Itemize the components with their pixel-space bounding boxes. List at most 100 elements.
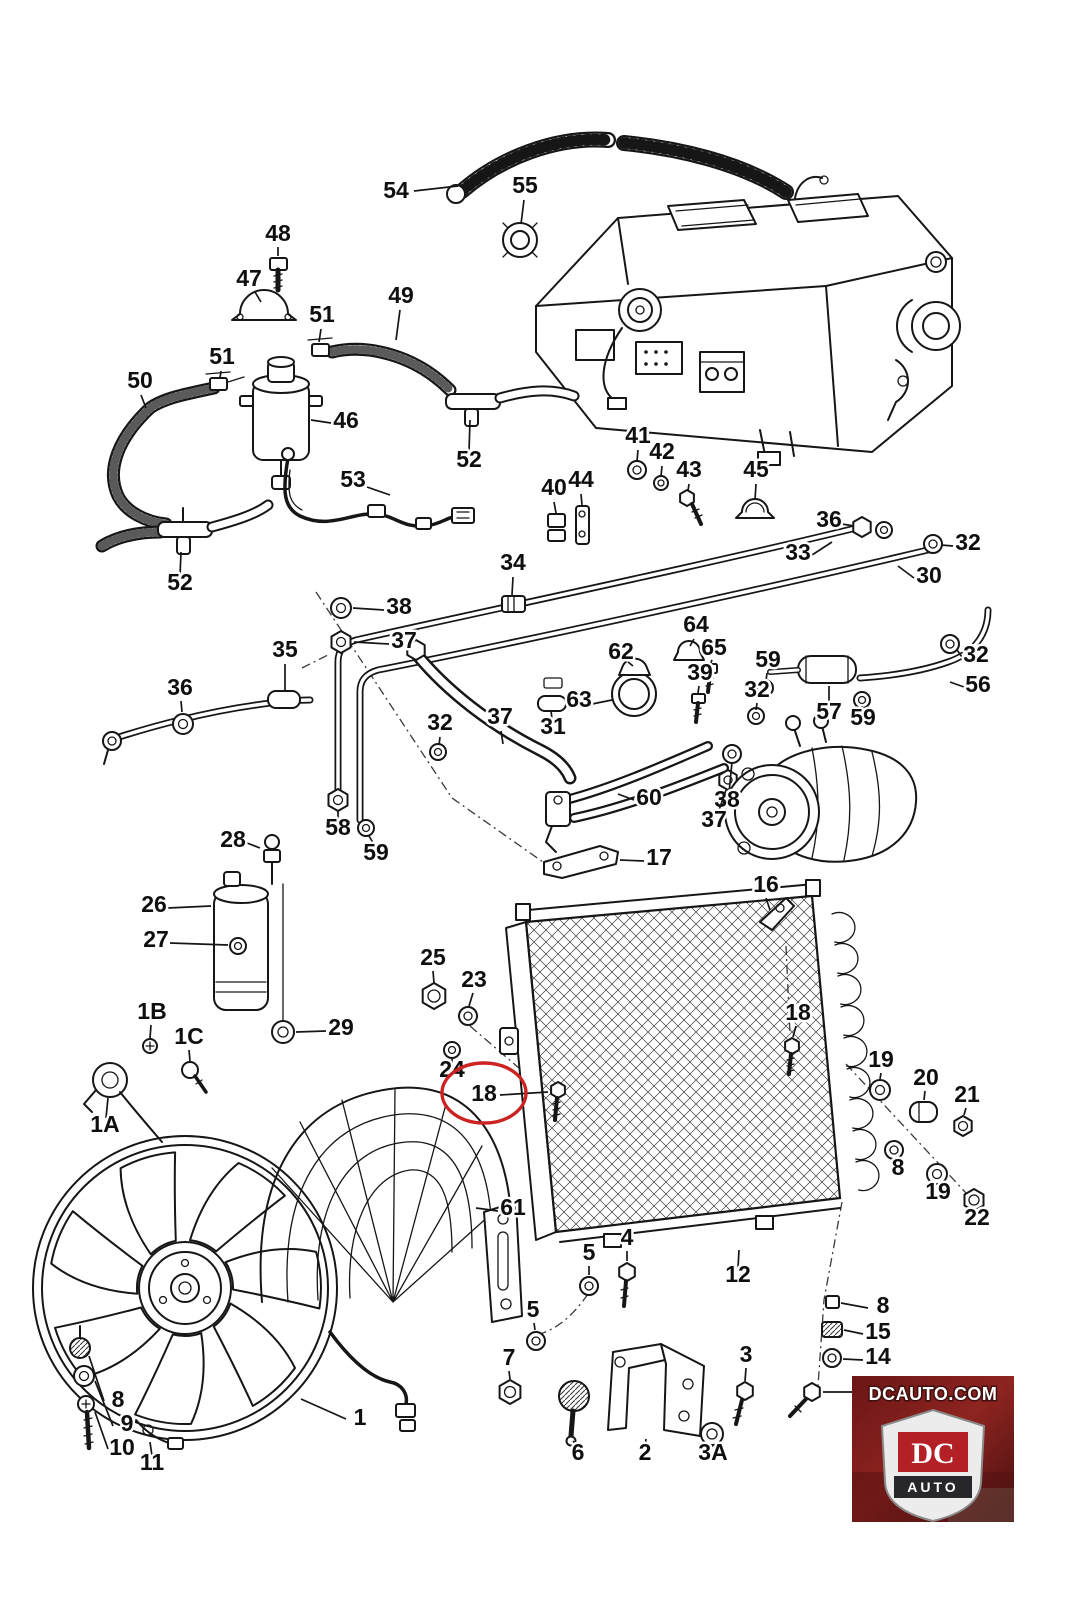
part-label-6: 6: [572, 1439, 585, 1465]
fan-shroud: [259, 1086, 523, 1432]
leader-line-40: [553, 501, 557, 514]
leader-line-32: [438, 736, 441, 746]
fan-fasteners-left: [69, 1325, 95, 1451]
part-label-54: 54: [383, 177, 409, 203]
leader-line-37: [353, 641, 390, 645]
part-label-36: 36: [816, 506, 842, 532]
corrugated-hose: [446, 131, 794, 204]
part-label-56: 56: [965, 671, 991, 697]
part-label-60: 60: [636, 784, 662, 810]
part-label-17: 17: [646, 844, 672, 870]
part-label-57: 57: [816, 698, 842, 724]
mounting-brackets: [498, 1262, 754, 1447]
part-label-10: 10: [109, 1434, 135, 1460]
part-label-12: 12: [725, 1261, 751, 1287]
leader-line-52: [179, 551, 182, 577]
part-label-42: 42: [649, 438, 675, 464]
part-label-43: 43: [676, 456, 702, 482]
leader-line-3: [744, 1367, 747, 1382]
part-label-5: 5: [527, 1296, 540, 1322]
leader-line-32: [755, 702, 758, 711]
part-label-48: 48: [265, 220, 291, 246]
part-label-49: 49: [388, 282, 414, 308]
reservoir-assembly: [95, 257, 580, 555]
part-label-26: 26: [141, 891, 167, 917]
part-label-29: 29: [328, 1014, 354, 1040]
part-label-61: 61: [500, 1194, 526, 1220]
leader-line-1C: [188, 1049, 191, 1062]
part-label-37: 37: [701, 806, 727, 832]
leader-line-15: [843, 1329, 864, 1335]
leader-line-9: [94, 1380, 114, 1427]
leader-line-51: [219, 370, 222, 379]
shield-dc-panel: [898, 1432, 968, 1472]
part-label-1C: 1C: [174, 1023, 203, 1049]
part-label-14: 14: [865, 1343, 891, 1369]
part-label-11: 11: [140, 1449, 165, 1475]
part-label-38: 38: [386, 593, 412, 619]
leader-line-8: [840, 1302, 869, 1309]
leader-line-42: [660, 465, 663, 477]
leader-line-37: [500, 730, 504, 745]
leader-line-21: [963, 1107, 967, 1116]
leader-line-59: [765, 672, 768, 682]
leader-line-56: [949, 681, 965, 688]
leader-line-25: [432, 970, 435, 984]
leader-line-45: [754, 483, 757, 501]
part-label-32: 32: [427, 709, 453, 735]
part-label-35: 35: [272, 636, 298, 662]
part-label-27: 27: [143, 926, 169, 952]
leader-line-7: [508, 1370, 511, 1380]
leader-line-50: [140, 394, 147, 409]
part-label-16: 16: [753, 871, 779, 897]
leader-line-12: [737, 1249, 740, 1269]
leader-line-28: [246, 842, 261, 849]
part-label-3A: 3A: [698, 1439, 727, 1465]
leader-line-53: [366, 486, 391, 496]
leader-line-65: [709, 659, 713, 666]
part-label-37: 37: [487, 703, 513, 729]
leader-line-11: [149, 1441, 153, 1457]
leader-line-17: [619, 859, 645, 862]
part-label-45: 45: [743, 456, 769, 482]
part-label-58: 58: [325, 814, 351, 840]
part-label-4: 4: [621, 1224, 634, 1250]
leader-line-6: [572, 1440, 578, 1447]
part-label-39: 39: [687, 659, 713, 685]
part-label-3: 3: [740, 1341, 753, 1367]
part-label-8: 8: [112, 1386, 125, 1412]
part-label-59: 59: [755, 646, 781, 672]
leader-line-32: [940, 544, 954, 547]
leader-line-47: [254, 291, 262, 303]
fan-mount: [83, 1038, 208, 1143]
part-label-50: 50: [127, 367, 153, 393]
leader-line-1A: [105, 1097, 109, 1119]
part-label-18: 18: [785, 999, 811, 1025]
leader-line-39: [697, 685, 700, 694]
leader-line-20: [923, 1090, 926, 1101]
fasteners-23-24-25: [421, 982, 478, 1059]
part-label-44: 44: [568, 466, 594, 492]
leader-line-8: [88, 1355, 105, 1402]
part-label-33: 33: [785, 539, 811, 565]
condenser: [499, 879, 880, 1248]
part-label-19: 19: [868, 1046, 894, 1072]
logo-auto-text: AUTO: [907, 1479, 958, 1495]
logo-dc-text: DC: [911, 1437, 954, 1470]
part-label-36: 36: [167, 674, 193, 700]
leader-line-61: [475, 1207, 499, 1212]
part-label-21: 21: [954, 1081, 980, 1107]
part-label-15: 15: [865, 1318, 891, 1344]
leader-line-8: [894, 1159, 898, 1162]
part-label-8: 8: [877, 1292, 890, 1318]
part-label-1: 1: [354, 1404, 367, 1430]
part-label-64: 64: [683, 611, 709, 637]
part-label-32: 32: [744, 676, 770, 702]
leader-line-37: [717, 789, 727, 814]
part-label-53: 53: [340, 466, 366, 492]
leader-line-34: [511, 576, 514, 596]
leader-line-51: [318, 328, 322, 343]
leader-line-36: [180, 700, 183, 713]
